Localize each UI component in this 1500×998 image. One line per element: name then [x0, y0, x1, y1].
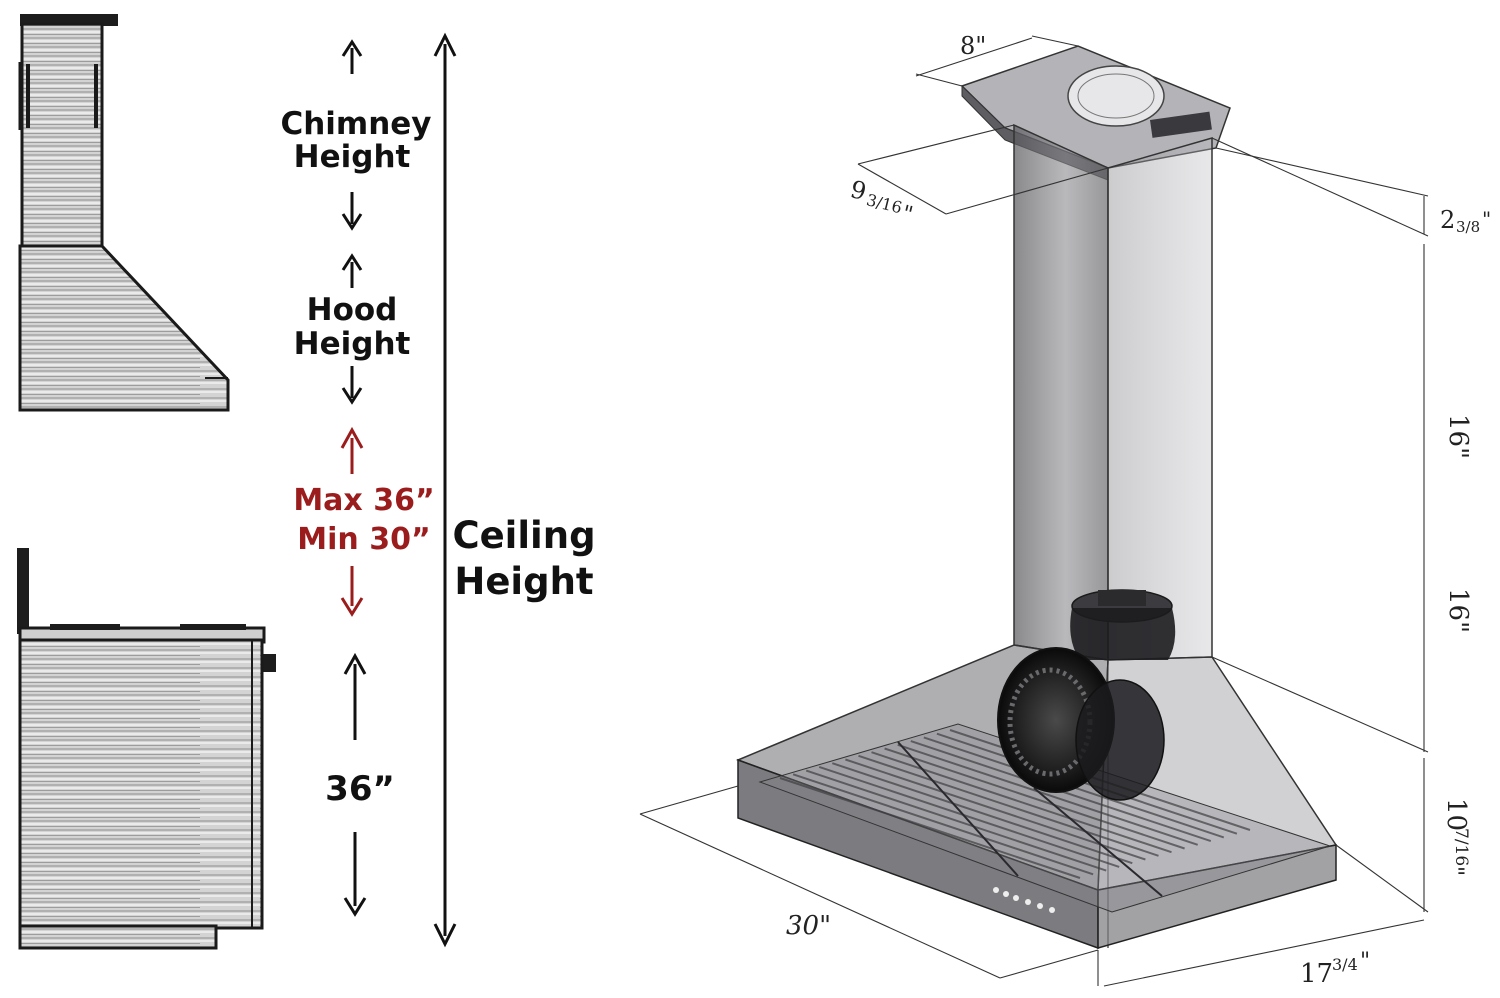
svg-text:17: 17 [1300, 959, 1333, 989]
chimney-height-label-2: Height [294, 139, 411, 175]
chimney-depth-dim: 9 3/16 " [848, 175, 916, 228]
svg-text:": " [1360, 949, 1370, 974]
svg-text:3/4: 3/4 [1332, 955, 1358, 974]
top-offset-dim: 2 3/8 " [1440, 206, 1491, 236]
gap-max-label: Max 36” [293, 483, 434, 518]
gap-min-label: Min 30” [297, 522, 430, 557]
hood-depth-dim: 17 3/4 " [1300, 949, 1370, 989]
height-arrows [340, 32, 457, 948]
dimension-labels: 8" 9 3/16 " 2 3/8 " 16" 16" 10 7/16 " 30… [786, 32, 1491, 989]
left-labels: Chimney Height Hood Height Max 36” Min 3… [280, 106, 595, 809]
duct-opening [1067, 65, 1165, 127]
lower-chimney-dim: 16" [1443, 588, 1473, 633]
chimney-width-dim: 8" [960, 32, 986, 60]
svg-text:": " [1442, 866, 1467, 876]
chimney-front [1013, 123, 1109, 661]
svg-text:7/16: 7/16 [1451, 828, 1471, 866]
hood-profile [18, 244, 230, 412]
upper-chimney-dim: 16" [1443, 414, 1473, 459]
control-panel [993, 887, 1055, 913]
hood-width-dim: 30" [786, 911, 831, 941]
chimney-height-label-1: Chimney [280, 106, 431, 142]
dimension-lines [639, 35, 1429, 987]
svg-text:10: 10 [1441, 798, 1471, 831]
hood-lip-side [1097, 844, 1337, 949]
blower-motor [997, 589, 1176, 801]
range-backguard [17, 548, 29, 634]
hood-side-profile [18, 14, 230, 412]
hood-isometric [735, 45, 1338, 950]
range-side-profile [17, 548, 276, 950]
chimney-side [1107, 137, 1213, 661]
range-body [18, 638, 264, 930]
ceiling-height-label-1: Ceiling [452, 514, 595, 557]
range-knob [262, 654, 276, 672]
svg-text:2: 2 [1440, 206, 1455, 234]
hood-height-dim: 10 7/16 " [1441, 798, 1471, 876]
svg-text:": " [1482, 207, 1491, 231]
chimney-profile [20, 22, 104, 248]
svg-text:9: 9 [848, 175, 870, 206]
range-base [18, 924, 218, 950]
svg-text:3/16: 3/16 [864, 190, 903, 217]
counter-height-label: 36” [325, 769, 395, 809]
svg-text:3/8: 3/8 [1456, 218, 1480, 236]
hood-height-label-2: Height [294, 326, 411, 362]
hood-height-label-1: Hood [307, 292, 398, 328]
ceiling-height-label-2: Height [454, 560, 593, 603]
